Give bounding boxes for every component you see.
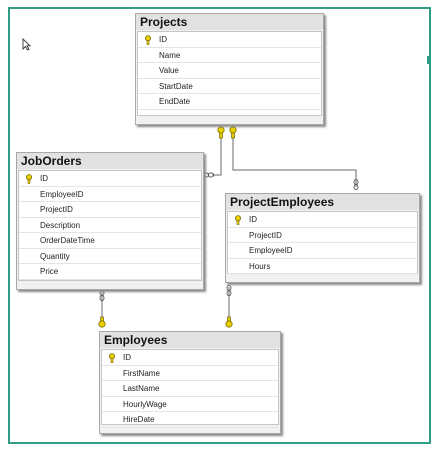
key-icon xyxy=(229,126,237,139)
column-row[interactable]: LastName xyxy=(102,381,278,397)
table-title: JobOrders xyxy=(17,153,203,169)
column-name: ProjectID xyxy=(249,230,282,240)
column-name: Description xyxy=(40,220,81,230)
column-row[interactable]: Hours xyxy=(228,259,417,274)
column-name: HireDate xyxy=(123,415,155,424)
column-row[interactable]: Description xyxy=(19,218,201,233)
column-row[interactable]: HourlyWage xyxy=(102,397,278,412)
relationship-projects-projectemployees xyxy=(232,132,357,187)
column-name: ProjectID xyxy=(40,205,73,214)
key-icon xyxy=(109,353,115,363)
column-row[interactable]: OrderDateTime xyxy=(19,233,201,249)
column-list: ID Name Value StartDate EndDate xyxy=(137,31,322,116)
column-name: Hours xyxy=(249,261,271,271)
table-title: Projects xyxy=(136,14,323,30)
table-projectemployees[interactable]: ProjectEmployees ID ProjectID EmployeeID… xyxy=(225,193,420,283)
column-list: ID ProjectID EmployeeID Hours xyxy=(227,211,418,274)
infinity-icon xyxy=(353,178,359,191)
column-name: ID xyxy=(159,35,167,44)
column-row[interactable]: ProjectID xyxy=(19,202,201,218)
table-joborders[interactable]: JobOrders ID EmployeeID ProjectID Descri… xyxy=(16,152,204,290)
column-name: HourlyWage xyxy=(123,399,167,409)
column-name: EmployeeID xyxy=(249,246,293,255)
key-icon xyxy=(235,215,241,225)
column-name: Price xyxy=(40,267,59,276)
key-icon xyxy=(98,316,106,328)
table-employees[interactable]: Employees ID FirstName LastName HourlyWa… xyxy=(99,331,281,434)
column-name: Value xyxy=(159,66,179,75)
infinity-icon xyxy=(226,284,232,297)
column-row[interactable]: Name xyxy=(138,48,321,63)
table-title: ProjectEmployees xyxy=(226,194,419,210)
column-row[interactable]: ID xyxy=(138,32,321,48)
column-row[interactable]: Price xyxy=(19,264,201,280)
column-name: ID xyxy=(249,215,257,224)
diagram-frame xyxy=(8,7,431,444)
relationship-projects-joborders xyxy=(212,132,222,176)
column-name: ID xyxy=(123,353,131,362)
column-name: ID xyxy=(40,174,48,183)
column-row[interactable]: Quantity xyxy=(19,249,201,264)
key-icon xyxy=(225,316,233,328)
column-row[interactable]: HireDate xyxy=(102,412,278,428)
column-name: StartDate xyxy=(159,81,193,91)
column-row[interactable]: EmployeeID xyxy=(228,243,417,259)
column-name: LastName xyxy=(123,384,160,393)
table-projects[interactable]: Projects ID Name Value StartDate EndDate xyxy=(135,13,324,125)
column-row[interactable]: ID xyxy=(19,171,201,187)
column-row[interactable]: Value xyxy=(138,63,321,79)
mouse-cursor-icon xyxy=(22,38,31,51)
column-row[interactable]: ID xyxy=(102,350,278,366)
column-row[interactable]: ID xyxy=(228,212,417,228)
column-row[interactable]: StartDate xyxy=(138,79,321,94)
column-name: EndDate xyxy=(159,97,191,106)
key-icon xyxy=(145,35,151,45)
column-row[interactable]: FirstName xyxy=(102,366,278,381)
column-name: OrderDateTime xyxy=(40,236,95,245)
column-name: Quantity xyxy=(40,251,70,261)
key-icon xyxy=(26,174,32,184)
frame-edge-marker xyxy=(427,56,429,64)
column-name: FirstName xyxy=(123,368,160,378)
column-name: EmployeeID xyxy=(40,189,84,199)
infinity-icon xyxy=(99,289,105,302)
column-row[interactable]: ProjectID xyxy=(228,228,417,243)
table-title: Employees xyxy=(100,332,280,348)
column-list: ID EmployeeID ProjectID Description Orde… xyxy=(18,170,202,281)
column-list: ID FirstName LastName HourlyWage HireDat… xyxy=(101,349,279,428)
column-row[interactable]: EmployeeID xyxy=(19,187,201,202)
column-name: Name xyxy=(159,50,181,60)
key-icon xyxy=(217,126,225,139)
column-row[interactable]: EndDate xyxy=(138,94,321,110)
